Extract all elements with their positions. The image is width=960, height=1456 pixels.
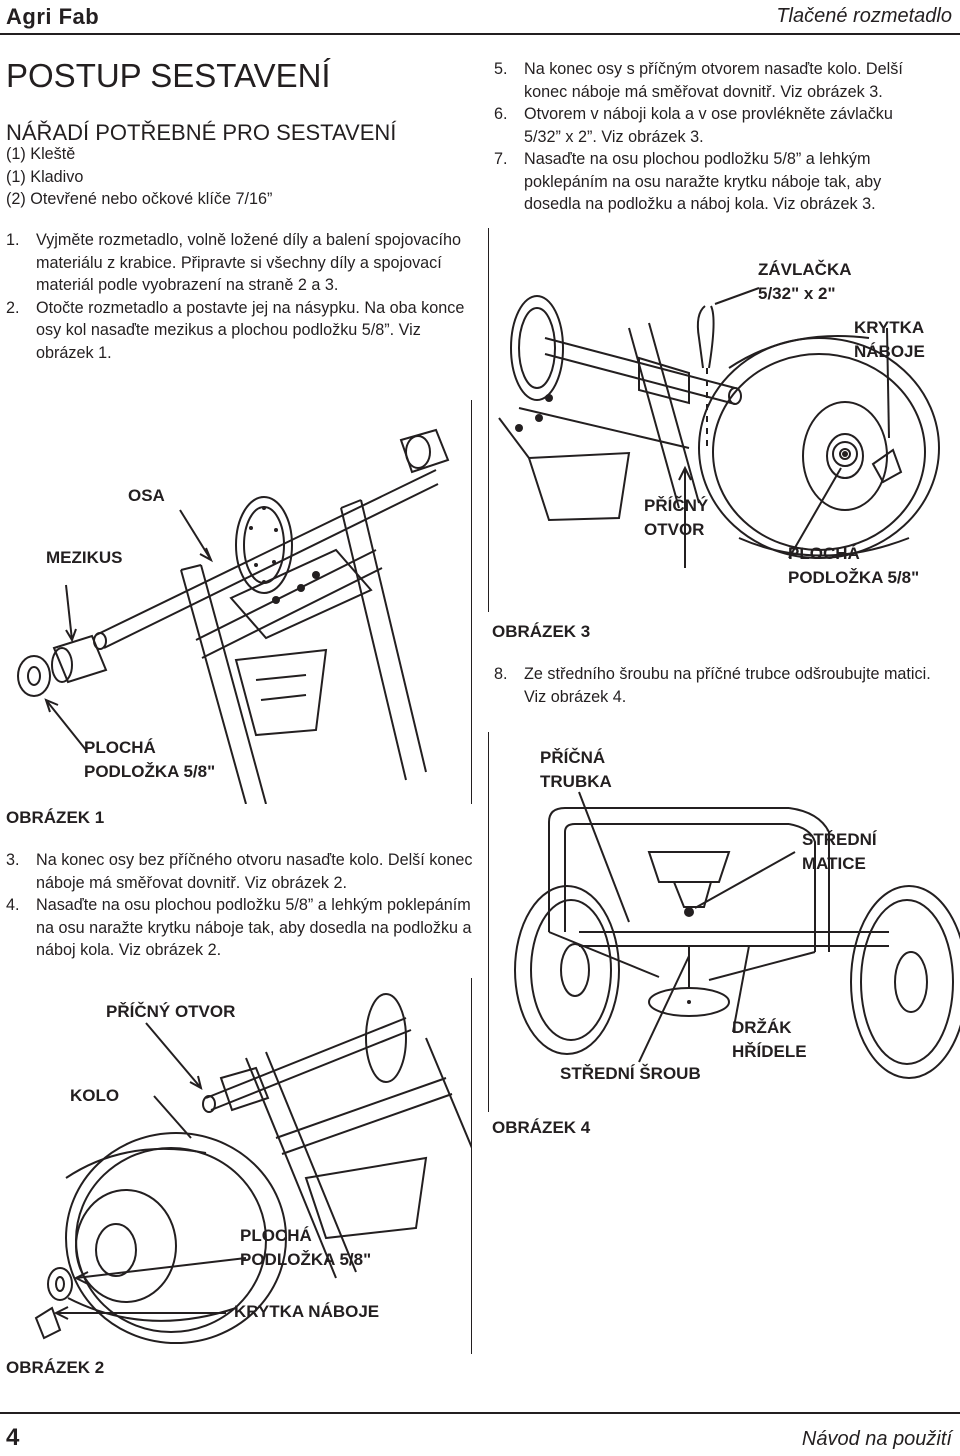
label-washer-b: PODLOŽKA 5/8" (240, 1250, 372, 1269)
step-number: 6. (494, 105, 508, 123)
step-item: 6. Otvorem v náboji kola a v ose provlék… (494, 103, 934, 148)
step-8: 8. Ze středního šroubu na příčné trubce … (494, 663, 934, 708)
tools-item: (2) Otevřené nebo očkové klíče 7/16” (6, 190, 273, 208)
document-title: Tlačené rozmetadlo (776, 5, 952, 27)
label-washer-a: PLOCHÁ (788, 544, 860, 563)
label-mezikus: MEZIKUS (46, 548, 123, 567)
steps-right: 5. Na konec osy s příčným otvorem nasaďt… (494, 58, 934, 216)
step-text: Na konec osy bez příčného otvoru nasaďte… (36, 851, 473, 892)
figure-4-illustration (488, 732, 960, 1112)
label-hole: PŘÍČNÝ OTVOR (106, 1002, 236, 1021)
label-holder-b: HŘÍDELE (732, 1042, 807, 1061)
figure-4-drawing (514, 791, 960, 1079)
header-rule (0, 33, 960, 35)
step-item: 1. Vyjměte rozmetadlo, volně ložené díly… (6, 229, 476, 297)
figure-3-caption: OBRÁZEK 3 (492, 622, 591, 641)
label-bolt: STŘEDNÍ ŠROUB (560, 1064, 701, 1083)
step-text: Vyjměte rozmetadlo, volně ložené díly a … (36, 231, 462, 294)
figure-4-caption: OBRÁZEK 4 (492, 1118, 591, 1137)
label-osa: OSA (128, 486, 165, 505)
step-number: 3. (6, 851, 20, 869)
label-nut-a: STŘEDNÍ (802, 830, 877, 849)
step-text: Otočte rozmetadlo a postavte jej na násy… (36, 298, 465, 362)
footer-title: Návod na použití (801, 1428, 952, 1450)
step-number: 7. (494, 150, 508, 168)
figure-1-caption: OBRÁZEK 1 (6, 808, 105, 827)
figure-2-caption: OBRÁZEK 2 (6, 1358, 105, 1377)
label-hole-b: OTVOR (644, 520, 705, 539)
label-washer-a: PLOCHÁ (84, 738, 156, 757)
label-cap-b: NÁBOJE (854, 342, 925, 361)
label-cap: KRYTKA NÁBOJE (234, 1302, 380, 1321)
step-text: Nasaďte na osu plochou podložku 5/8” a l… (36, 896, 472, 959)
steps-left: 1. Vyjměte rozmetadlo, volně ložené díly… (6, 229, 476, 364)
step-number: 4. (6, 896, 20, 914)
label-pin-a: ZÁVLAČKA (758, 260, 852, 279)
figure-2-drawing (34, 993, 471, 1344)
figure-3-illustration (488, 228, 960, 612)
section-title: POSTUP SESTAVENÍ (6, 57, 331, 94)
label-washer-b: PODLOŽKA 5/8" (84, 762, 216, 781)
step-text: Na konec osy s příčným otvorem nasaďte k… (524, 60, 903, 101)
tools-item: (1) Kleště (6, 145, 76, 163)
figure-2-illustration (6, 978, 472, 1354)
step-item: 3. Na konec osy bez příčného otvoru nasa… (6, 849, 476, 894)
step-item: 8. Ze středního šroubu na příčné trubce … (494, 663, 934, 708)
step-number: 1. (6, 231, 20, 249)
figure-1-drawing (17, 428, 450, 804)
label-pin-b: 5/32" x 2" (758, 284, 836, 303)
tools-list: (1) Kleště (1) Kladivo (2) Otevřené nebo… (6, 143, 456, 211)
step-text: Nasaďte na osu plochou podložku 5/8” a l… (524, 150, 882, 213)
label-tube-a: PŘÍČNÁ (540, 748, 606, 767)
label-holder-a: DRŽÁK (732, 1018, 792, 1037)
step-number: 2. (6, 298, 20, 317)
label-hole-a: PŘÍČNÝ (644, 496, 709, 515)
tools-item: (1) Kladivo (6, 167, 84, 186)
step-number: 5. (494, 60, 508, 78)
step-text: Otvorem v náboji kola a v ose provléknět… (524, 105, 893, 146)
brand-logo: Agri Fab (6, 4, 100, 29)
label-tube-b: TRUBKA (540, 772, 612, 791)
step-item: 7. Nasaďte na osu plochou podložku 5/8” … (494, 148, 934, 216)
page-number: 4 (6, 1424, 20, 1451)
step-item: 2. Otočte rozmetadlo a postavte jej na n… (6, 297, 476, 365)
label-washer-a: PLOCHÁ (240, 1226, 312, 1245)
figure-1-illustration (6, 400, 472, 804)
step-number: 8. (494, 665, 508, 683)
label-nut-b: MATICE (802, 854, 866, 873)
steps-mid: 3. Na konec osy bez příčného otvoru nasa… (6, 849, 476, 962)
step-text: Ze středního šroubu na příčné trubce odš… (524, 665, 931, 706)
label-cap-a: KRYTKA (854, 318, 925, 337)
step-item: 4. Nasaďte na osu plochou podložku 5/8” … (6, 894, 476, 962)
label-kolo: KOLO (70, 1086, 120, 1105)
label-washer-b: PODLOŽKA 5/8" (788, 568, 920, 587)
figure-3-drawing (498, 287, 940, 568)
footer-rule (0, 1412, 960, 1414)
tools-heading: NÁŘADÍ POTŘEBNÉ PRO SESTAVENÍ (6, 120, 397, 145)
step-item: 5. Na konec osy s příčným otvorem nasaďt… (494, 58, 934, 103)
